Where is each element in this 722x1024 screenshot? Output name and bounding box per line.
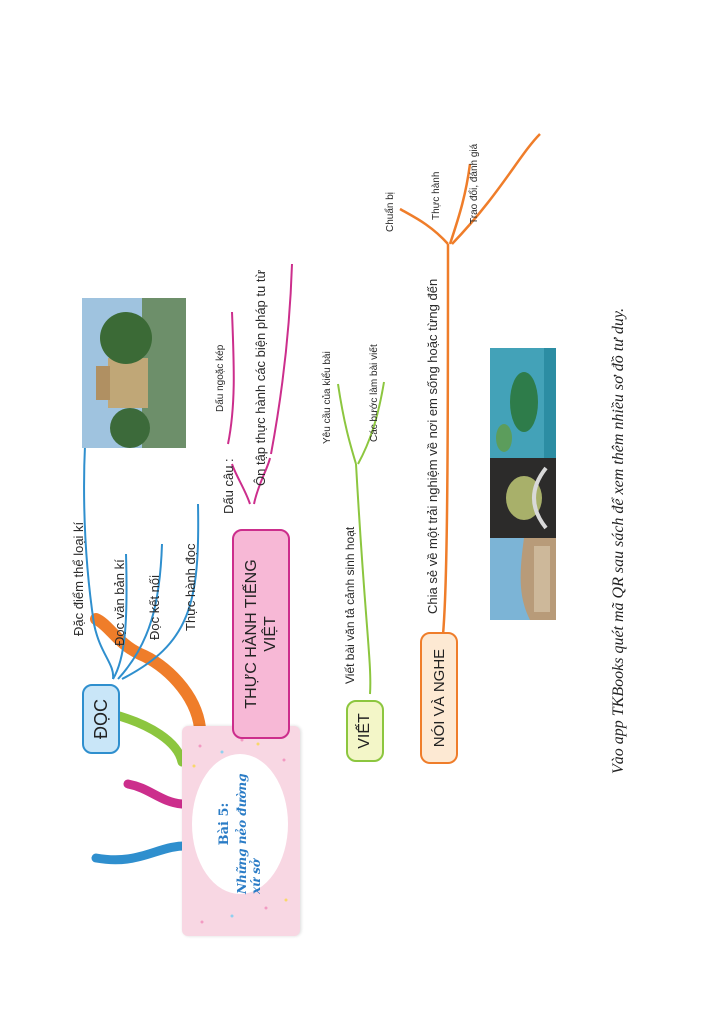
- branch-label-noi-va-nghe: NÓI VÀ NGHE: [430, 648, 448, 748]
- photo-cave-bridge: [490, 458, 556, 538]
- nn-item-1: Chia sẻ về một trải nghiệm về nơi em sốn…: [425, 278, 440, 614]
- branch-tv-trunk: [123, 779, 187, 809]
- branch-node-tieng-viet: THỰC HÀNH TIẾNG VIỆT: [232, 529, 290, 739]
- branch-label-doc: ĐỌC: [90, 699, 111, 739]
- branch-node-noi-va-nghe: NÓI VÀ NGHE: [420, 632, 458, 764]
- branch-node-doc: ĐỌC: [82, 684, 120, 754]
- viet-sub-cac-buoc: Các bước làm bài viết: [369, 344, 380, 442]
- photo-bay-islands: [490, 348, 556, 458]
- photo-town-coast: [490, 538, 556, 620]
- branch-node-viet: VIẾT: [346, 700, 384, 762]
- nn-sub-trao-doi: Trao đổi, đánh giá: [469, 143, 480, 224]
- branch-nn-trunk: [90, 613, 206, 734]
- doc-item-3: Đọc kết nối: [147, 574, 162, 640]
- photo-temple-lake: [82, 298, 186, 448]
- viet-sub-yeu-cau: Yêu cầu của kiểu bài: [322, 351, 333, 444]
- nn-sub-thuc-hanh: Thực hành: [431, 171, 442, 220]
- lesson-number: Bài 5:: [217, 802, 232, 846]
- confetti-dots: [192, 734, 288, 924]
- footer-note: Vào app TKBooks quét mã QR sau sách để x…: [610, 307, 627, 774]
- branch-label-viet: VIẾT: [356, 713, 373, 749]
- tv-sub-dau-ngoac-kep: Dấu ngoặc kép: [215, 344, 226, 412]
- lesson-title: Những nẻo đường xứ sở: [235, 773, 263, 895]
- tv-item-on-tap: Ôn tập thực hành các biện pháp tu từ: [253, 269, 268, 486]
- central-topic-card: Bài 5: Những nẻo đường xứ sở: [182, 726, 300, 936]
- doc-item-2: Đọc văn bản kí: [112, 559, 127, 646]
- doc-item-4: Thực hành đọc: [183, 543, 198, 631]
- nn-sub-chuan-bi: Chuẩn bị: [385, 191, 396, 232]
- branch-doc-trunk: [91, 841, 195, 865]
- viet-item-1: Viết bài văn tả cảnh sinh hoạt: [343, 526, 357, 684]
- central-topic-oval: Bài 5: Những nẻo đường xứ sở: [192, 754, 288, 894]
- branch-label-tieng-viet: THỰC HÀNH TIẾNG VIỆT: [242, 559, 279, 709]
- tv-item-dau-cau: Dấu câu :: [221, 458, 236, 514]
- branch-viet-trunk: [107, 709, 187, 767]
- doc-item-1: Đặc điểm thể loại kí: [71, 521, 86, 636]
